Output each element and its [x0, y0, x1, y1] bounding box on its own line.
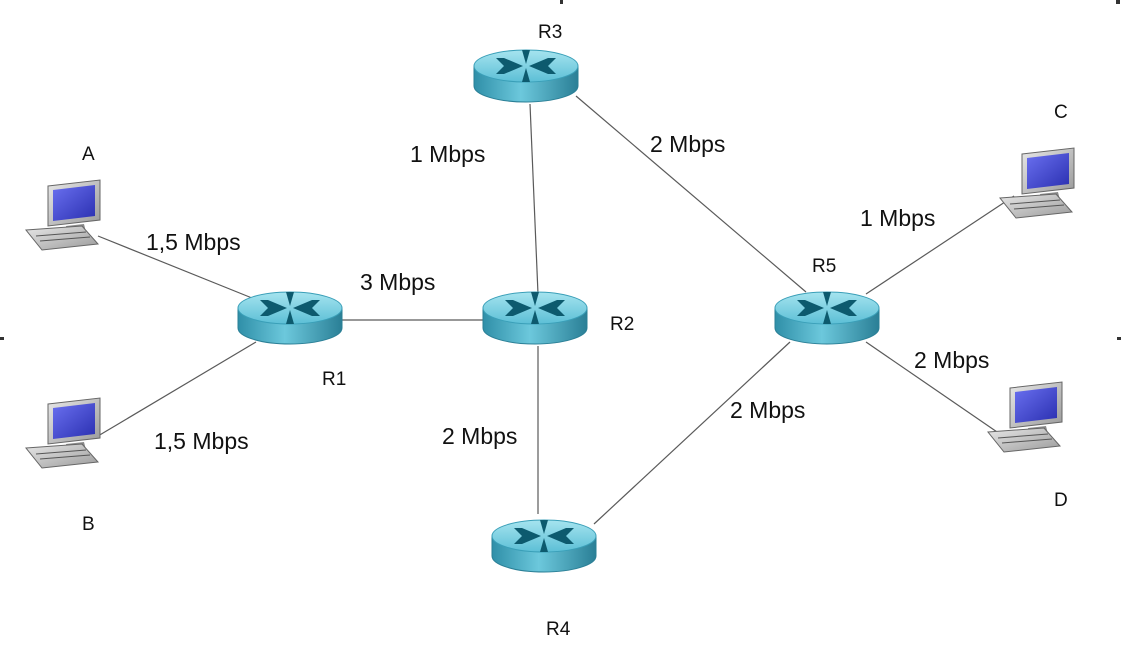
bandwidth-label-R5-D: 2 Mbps [914, 347, 989, 373]
computer-icon [25, 179, 101, 251]
host-label-A: A [82, 144, 95, 165]
crop-mark [1117, 337, 1121, 340]
router-cross-icon [260, 292, 320, 324]
link-R3-R5 [575, 95, 807, 293]
host-D [987, 381, 1063, 453]
router-cross-icon [505, 292, 565, 324]
bandwidth-label-R2-R4: 2 Mbps [442, 423, 517, 449]
host-B [25, 397, 101, 469]
host-label-B: B [82, 514, 95, 535]
link-A-R1 [97, 235, 253, 299]
links-layer [97, 95, 1015, 525]
bandwidth-label-A-R1: 1,5 Mbps [146, 229, 241, 255]
link-B-R1 [97, 341, 257, 437]
router-label-R5: R5 [812, 256, 836, 277]
crop-mark [1116, 0, 1120, 4]
crop-mark [0, 337, 4, 340]
router-R4 [491, 519, 597, 573]
bandwidth-label-R4-R5: 2 Mbps [730, 397, 805, 423]
router-label-R1: R1 [322, 369, 346, 390]
host-A [25, 179, 101, 251]
router-label-R4: R4 [546, 619, 571, 640]
bandwidth-label-R2-R3: 1 Mbps [410, 141, 485, 167]
router-label-R3: R3 [538, 22, 562, 43]
bandwidth-label-R3-R5: 2 Mbps [650, 131, 725, 157]
router-cross-icon [496, 50, 556, 82]
bandwidth-label-R1-R2: 3 Mbps [360, 269, 435, 295]
link-R5-C [865, 195, 1015, 295]
host-C [999, 147, 1075, 219]
host-label-D: D [1054, 490, 1068, 511]
host-label-C: C [1054, 102, 1068, 123]
router-cross-icon [797, 292, 857, 324]
link-R5-D [865, 341, 1001, 435]
router-R2 [482, 291, 588, 345]
computer-icon [25, 397, 101, 469]
computer-icon [987, 381, 1063, 453]
router-R5 [774, 291, 880, 345]
bandwidth-label-R5-C: 1 Mbps [860, 205, 935, 231]
link-R2-R3 [529, 103, 539, 295]
router-R1 [237, 291, 343, 345]
node-labels: R1 R2 R3 R4 R5 A B C D [82, 22, 1068, 640]
bandwidth-labels: 1,5 Mbps 1,5 Mbps 3 Mbps 1 Mbps 2 Mbps 2… [146, 131, 989, 454]
link-R4-R5 [593, 341, 791, 525]
router-label-R2: R2 [610, 314, 634, 335]
computer-icon [999, 147, 1075, 219]
router-cross-icon [514, 520, 574, 552]
bandwidth-label-B-R1: 1,5 Mbps [154, 428, 249, 454]
crop-mark [560, 0, 563, 4]
router-R3 [473, 49, 579, 103]
